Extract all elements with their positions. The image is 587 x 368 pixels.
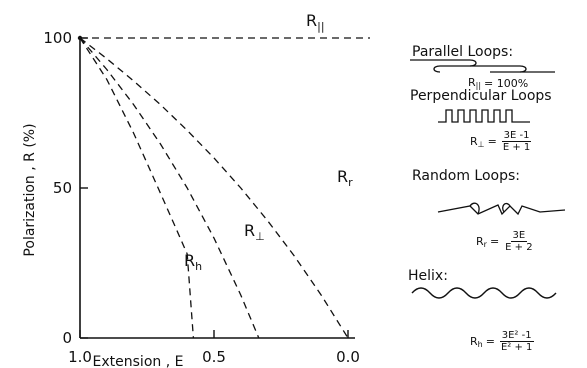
- random-loops-illustration: [437, 202, 566, 216]
- x-axis-title: Extension , E: [93, 354, 184, 368]
- parallel-loops-illustration: [410, 59, 555, 73]
- series-line-h: [79, 37, 195, 339]
- y-tick-label: 50: [53, 179, 72, 197]
- formula-lhs: R⊥: [470, 134, 485, 149]
- series-label-h: Rh: [184, 251, 202, 273]
- origin-point: [77, 35, 83, 41]
- formula-lhs: Rr: [476, 234, 487, 249]
- x-tick-label: 0.0: [336, 348, 360, 366]
- formula-fraction: 3E E + 2: [505, 230, 533, 253]
- formula-fraction: 3E² -1 E² + 1: [499, 330, 534, 353]
- formula-fraction: 3E -1 E + 1: [501, 130, 532, 153]
- perpendicular-loops-illustration: [438, 109, 530, 123]
- y-tick-label: 0: [62, 329, 72, 347]
- legend-perpendicular-title: Perpendicular Loops: [410, 88, 552, 104]
- curves: [77, 35, 370, 339]
- equals-sign: =: [487, 135, 497, 148]
- helix-illustration: [411, 287, 557, 299]
- x-tick-label: 1.0: [68, 348, 92, 366]
- legend-perpendicular-formula: R⊥ = 3E -1 E + 1: [470, 130, 532, 153]
- legend-random-formula: Rr = 3E E + 2: [476, 230, 535, 253]
- equals-sign: =: [489, 235, 500, 248]
- y-tick-label: 100: [43, 29, 72, 47]
- series-label-||: R||: [306, 11, 325, 33]
- series-line-r: [79, 37, 349, 339]
- series-line-⊥: [79, 37, 260, 339]
- series-label-r: Rr: [337, 167, 353, 189]
- formula-lhs: R||: [468, 76, 482, 90]
- formula-rhs: = 100%: [484, 76, 529, 90]
- legend-helix-title: Helix:: [408, 268, 448, 284]
- legend-parallel-formula: R|| = 100%: [468, 76, 528, 90]
- series-label-⊥: R⊥: [244, 221, 265, 243]
- y-axis-title: Polarization , R (%): [22, 123, 38, 256]
- x-tick-label: 0.5: [202, 348, 226, 366]
- legend-helix-formula: Rh = 3E² -1 E² + 1: [470, 330, 534, 353]
- equals-sign: =: [485, 335, 495, 348]
- ticks: 0 50 100 1.0 0.5 0.0: [43, 29, 360, 366]
- curve-labels: R|| RrR⊥ Rh: [184, 11, 353, 273]
- legend-random-title: Random Loops:: [412, 168, 520, 184]
- legend-parallel-title: Parallel Loops:: [412, 44, 514, 60]
- formula-lhs: Rh: [470, 334, 483, 349]
